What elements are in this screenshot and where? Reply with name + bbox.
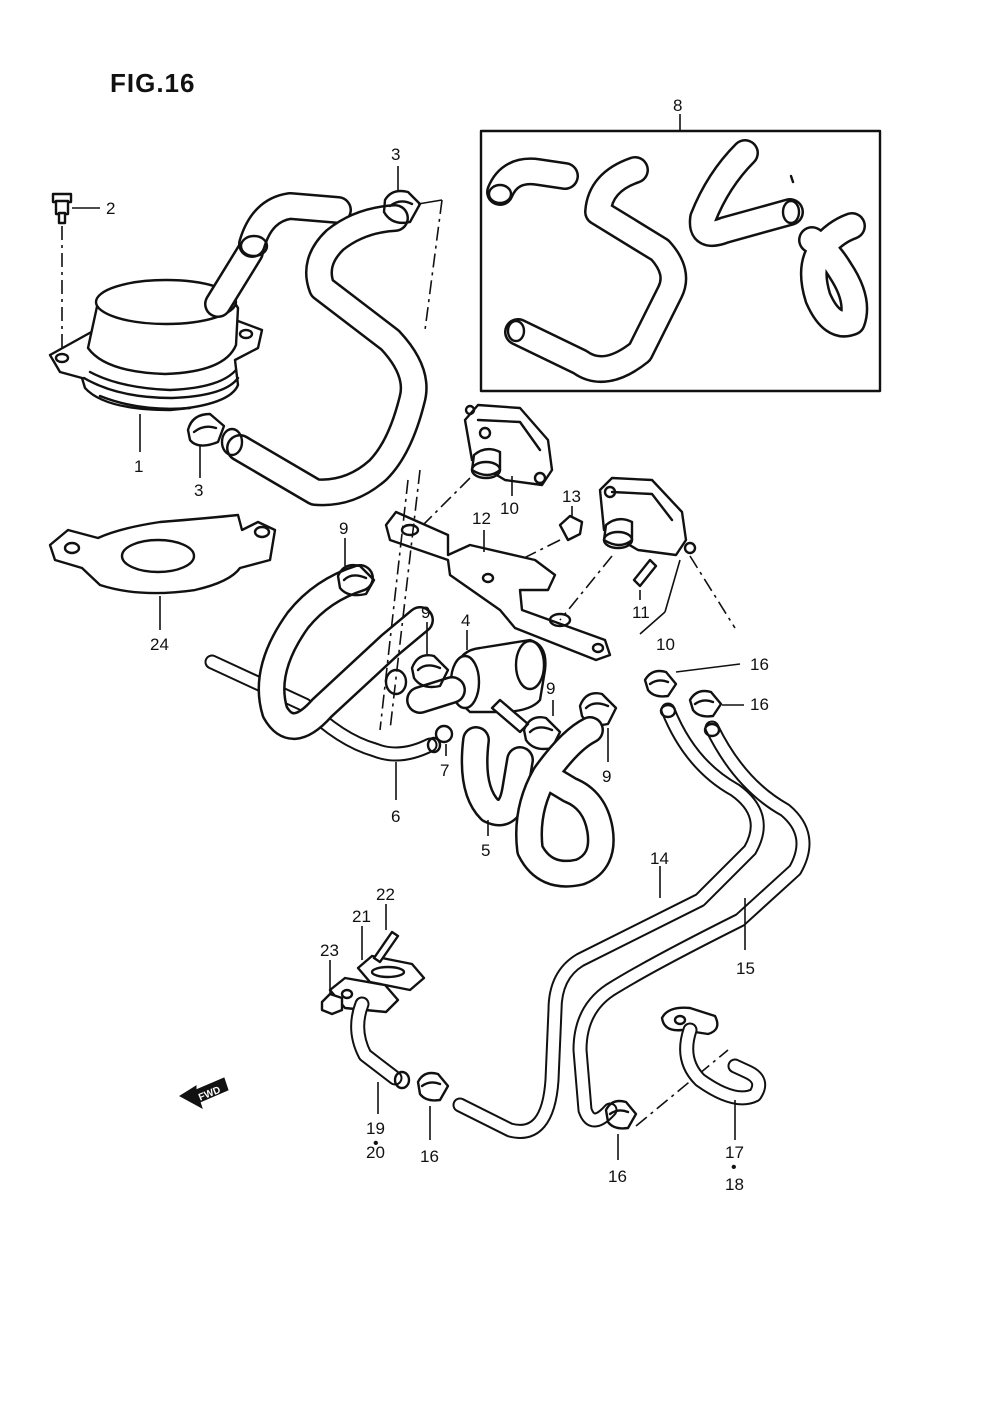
callout-16b: 16	[750, 695, 769, 714]
hose-part-5	[460, 726, 534, 836]
callout-2: 2	[106, 199, 115, 218]
clamp-9-b	[384, 622, 450, 696]
callout-20: 20	[366, 1143, 385, 1162]
guide-line-a	[379, 479, 409, 731]
hose-short-top	[238, 192, 352, 258]
valve-part-4	[406, 630, 547, 734]
callout-9d: 9	[602, 767, 611, 786]
callout-5: 5	[481, 841, 490, 860]
hose-part-15	[572, 720, 811, 1128]
air-cleaner-part-1	[48, 238, 264, 452]
pipe-part-17	[660, 1006, 767, 1140]
bolt-part-2	[51, 192, 100, 350]
callout-16c: 16	[420, 1147, 439, 1166]
guide-line-b	[389, 469, 421, 731]
bracket-part-12	[384, 510, 612, 662]
clamp-16-b	[688, 689, 744, 718]
callout-16a: 16	[750, 655, 769, 674]
clamp-9-a	[336, 538, 376, 597]
callout-21: 21	[352, 907, 371, 926]
callout-23: 23	[320, 941, 339, 960]
callout-18: 18	[725, 1175, 744, 1194]
callout-4: 4	[461, 611, 470, 630]
callout-22: 22	[376, 885, 395, 904]
callout-9c: 9	[546, 679, 555, 698]
reed-valve-10-left	[417, 403, 554, 531]
figure-title: FIG.16	[110, 68, 195, 98]
callout-14: 14	[650, 849, 669, 868]
screw-part-11	[632, 558, 658, 600]
reed-valve-10-right	[559, 476, 736, 635]
hose-part-14	[452, 702, 765, 1139]
callout-10a: 10	[500, 499, 519, 518]
callout-3b: 3	[194, 481, 203, 500]
callout-6: 6	[391, 807, 400, 826]
stud-part-22	[372, 904, 400, 964]
callout-11: 11	[632, 603, 650, 622]
callout-3a: 3	[391, 145, 400, 164]
callout-17-dot: •	[731, 1159, 737, 1176]
clamp-3-top	[382, 166, 443, 331]
callout-8: 8	[673, 96, 682, 115]
callout-24: 24	[150, 635, 169, 654]
callout-17: 17	[725, 1143, 744, 1162]
fwd-arrow: FWD	[179, 1077, 229, 1110]
hose-kit-group: 8	[479, 96, 882, 393]
clamp-16-a	[643, 663, 741, 698]
callout-7: 7	[440, 761, 449, 780]
clamp-3-bottom	[186, 412, 226, 478]
seal-part-7	[434, 724, 454, 756]
nut-part-23	[320, 960, 344, 1016]
clamp-16-d	[604, 1049, 729, 1160]
clamp-16-c	[416, 1071, 450, 1140]
kit-hose-loop	[798, 212, 869, 338]
pipe-part-19	[328, 976, 411, 1114]
kit-hose-v	[688, 139, 804, 247]
callout-19: 19	[366, 1119, 385, 1138]
kit-hose-elbow	[486, 157, 579, 206]
hose-loop-right	[515, 716, 615, 888]
callout-9a: 9	[339, 519, 348, 538]
callout-12: 12	[472, 509, 491, 528]
callout-15: 15	[736, 959, 755, 978]
hose-main-s	[220, 204, 428, 507]
kit-hose-s	[504, 156, 688, 383]
callout-13: 13	[562, 487, 581, 506]
bracket-part-24	[48, 513, 277, 630]
hose-loop-left	[257, 564, 434, 740]
callout-19-dot: •	[373, 1135, 379, 1152]
callout-9b: 9	[421, 603, 430, 622]
bolt-part-13	[519, 506, 584, 561]
callout-10b: 10	[656, 635, 675, 654]
callout-16d: 16	[608, 1167, 627, 1186]
callout-1: 1	[134, 457, 143, 476]
gasket-part-21	[356, 926, 426, 992]
